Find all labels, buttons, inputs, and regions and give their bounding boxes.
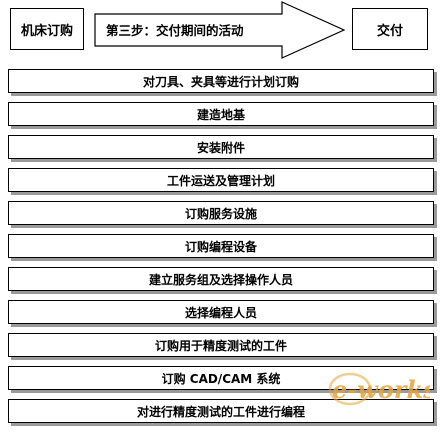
step-label: 选择编程人员 [184,305,257,320]
eworks-watermark-logo: e-works [328,372,430,406]
step-box-7: 建立服务组及选择操作人员 [8,267,434,291]
step-box-1: 对刀具、夹具等进行计划订购 [8,69,434,93]
end-box: 交付 [352,8,428,50]
start-box: 机床订购 [10,8,84,50]
step-label: 安装附件 [196,140,245,155]
step-label: 工件运送及管理计划 [166,173,275,188]
start-label: 机床订购 [20,23,73,39]
step-box-9: 订购用于精度测试的工件 [8,333,434,357]
step-label: 订购 CAD/CAM 系统 [161,371,281,386]
step-label: 建立服务组及选择操作人员 [148,272,293,287]
step-box-6: 订购编程设备 [8,234,434,258]
step-box-5: 订购服务设施 [8,201,434,225]
step-box-8: 选择编程人员 [8,300,434,324]
process-arrow [94,1,346,59]
end-label: 交付 [376,23,403,39]
step-box-3: 安装附件 [8,135,434,159]
arrow-label: 第三步：交付期间的活动 [106,23,244,38]
step-box-2: 建造地基 [8,102,434,126]
step-label: 订购编程设备 [184,239,257,254]
step-label: 订购服务设施 [184,206,257,221]
step-label: 建造地基 [196,107,245,122]
watermark-text: e-works [332,375,430,404]
step-box-4: 工件运送及管理计划 [8,168,434,192]
step-label: 对进行精度测试的工件进行编程 [136,404,305,419]
step-box-11: 对进行精度测试的工件进行编程 [8,399,434,423]
step-label: 订购用于精度测试的工件 [154,338,287,353]
step-label: 对刀具、夹具等进行计划订购 [142,74,299,89]
